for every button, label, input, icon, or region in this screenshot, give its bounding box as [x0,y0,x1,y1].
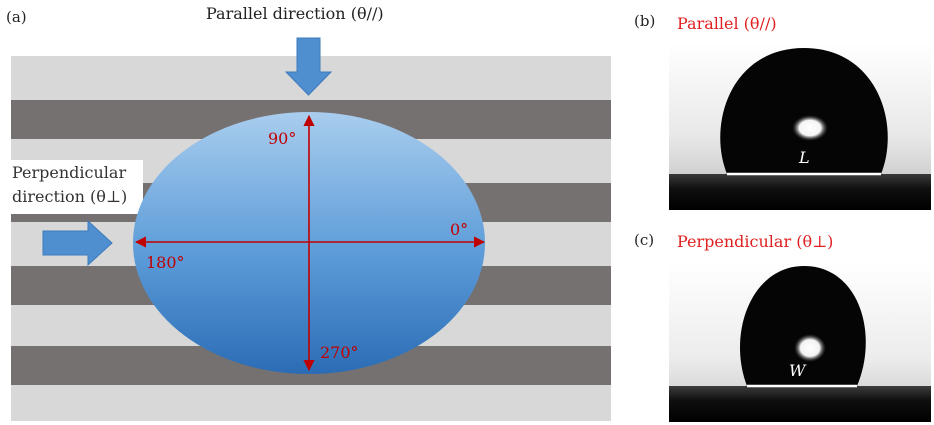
perpendicular-direction-line1: Perpendicular [12,163,127,182]
panel-b-tag: (b) [634,12,656,30]
parallel-direction-label: Parallel direction (θ//) [206,4,384,23]
angle-180-label: 180° [146,253,185,272]
perpendicular-label-backdrop [11,160,143,214]
parallel-droplet-photo: L [669,44,931,210]
parallel-droplet-image [669,44,931,210]
panel-a-tag: (a) [6,8,27,26]
perpendicular-direction-line2: direction (θ⊥) [12,187,127,206]
panel-b-title: Parallel (θ//) [677,14,777,33]
perpendicular-droplet-image [669,262,931,422]
perpendicular-arrow-icon [42,219,113,267]
length-label-l: L [799,148,810,167]
perpendicular-direction-symbol: (θ⊥) [90,187,128,206]
panel-c-title: Perpendicular (θ⊥) [677,232,834,251]
perpendicular-droplet-photo: W [669,262,931,422]
parallel-direction-symbol: (θ//) [350,4,384,23]
angle-0-label: 0° [450,220,468,239]
parallel-direction-text: Parallel direction [206,4,346,23]
parallel-arrow-icon [284,37,333,96]
panel-c-tag: (c) [634,231,655,249]
length-label-w: W [789,361,806,380]
angle-270-label: 270° [320,343,359,362]
perpendicular-direction-text: direction [12,187,85,206]
angle-90-label: 90° [268,129,296,148]
